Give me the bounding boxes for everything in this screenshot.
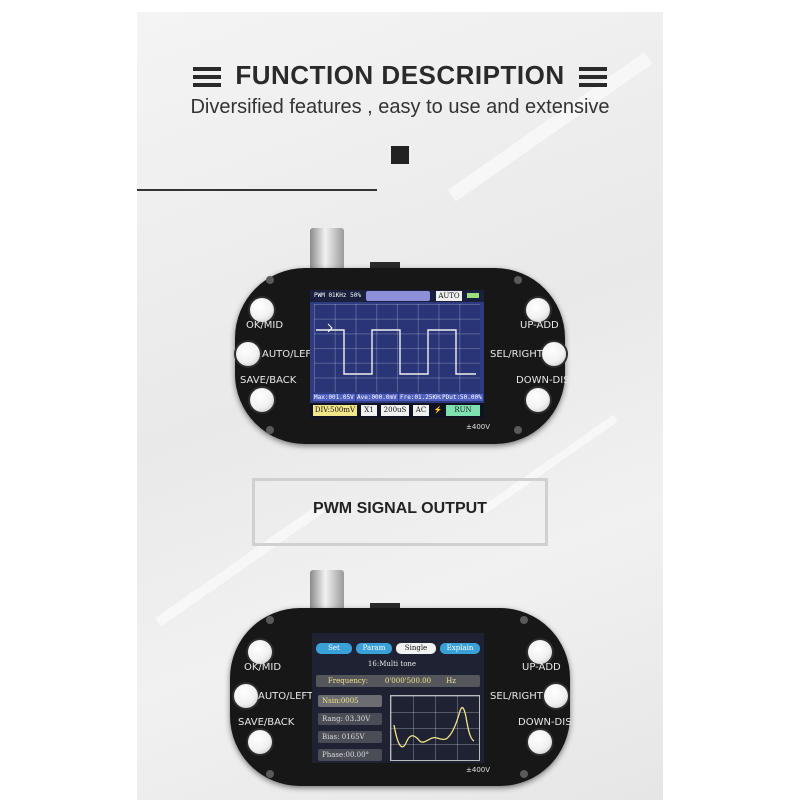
voltage-rating: ±400V (466, 423, 491, 431)
measurement-ave: Ave:000.0mV (356, 394, 398, 401)
frequency-row (316, 675, 480, 687)
measurements-bar: Max:001.05V Ave:000.0mV Fre:01.25KHz PDu… (313, 394, 483, 402)
tab-set[interactable]: Set (316, 643, 352, 654)
menu-lines-icon (578, 67, 607, 88)
up-add-label: UP-ADD (520, 320, 559, 331)
square-marker-icon (391, 146, 409, 164)
bnc-probe-connector (310, 570, 344, 612)
square-wave-trace (316, 323, 476, 375)
page-title: FUNCTION DESCRIPTION (0, 60, 800, 91)
screw-icon (266, 770, 274, 778)
signal-generator-screen: Set Param Single Explain 16:Multi tone F… (312, 633, 484, 763)
save-back-button[interactable] (248, 730, 272, 754)
probe-setting: X1 (361, 405, 377, 416)
page-title-text: FUNCTION DESCRIPTION (235, 60, 565, 90)
down-dis-label: DOWN-DIS (518, 717, 572, 728)
coupling-setting: AC (413, 405, 429, 416)
auto-left-label: AUTO/LEFT (258, 691, 314, 702)
section-title: PWM SIGNAL OUTPUT (313, 500, 487, 517)
timebase-setting: 200uS (381, 405, 409, 416)
run-state: RUN (446, 405, 480, 416)
device-top-switch (370, 262, 400, 270)
param-nsin[interactable]: Nsin:0005 (318, 695, 382, 707)
measurement-freq: Fre:01.25KHz (399, 394, 445, 401)
measurement-duty: PDut:50.00% (441, 394, 483, 401)
trigger-edge-icon: ⚡ (433, 406, 443, 414)
param-phase[interactable]: Phase:00.00° (318, 749, 382, 761)
tab-single[interactable]: Single (396, 643, 436, 654)
auto-left-label: AUTO/LEFT (262, 349, 318, 360)
section-frame (252, 478, 548, 546)
ok-mid-label: OK/MID (244, 662, 282, 673)
ok-mid-label: OK/MID (246, 320, 284, 331)
div-setting: DIV:500mV (313, 405, 357, 416)
up-add-button[interactable] (526, 298, 550, 322)
measurement-max: Max:001.05V (313, 394, 355, 401)
pwm-info: PWM 01KHz 50% (314, 292, 361, 299)
waveform-preview (390, 695, 480, 761)
save-back-label: SAVE/BACK (238, 717, 295, 728)
page-subtitle: Diversified features , easy to use and e… (190, 96, 610, 118)
sel-right-label: SEL/RIGHT (490, 691, 543, 702)
screw-icon (266, 276, 274, 284)
tab-explain[interactable]: Explain (440, 643, 480, 654)
frequency-unit: Hz (446, 677, 456, 685)
battery-icon (467, 293, 479, 298)
frequency-label: Frequency: (327, 677, 369, 685)
param-range[interactable]: Rang: 03.30V (318, 713, 382, 725)
bnc-probe-connector (310, 228, 344, 270)
device-top-switch (370, 603, 400, 611)
wave-title: 16:Multi tone (367, 660, 417, 668)
sel-right-button[interactable] (542, 342, 566, 366)
auto-left-button[interactable] (236, 342, 260, 366)
up-add-label: UP-ADD (522, 662, 561, 673)
screw-icon (520, 770, 528, 778)
screw-icon (266, 426, 274, 434)
mode-badge: AUTO (436, 291, 462, 301)
voltage-rating: ±400V (466, 766, 491, 774)
ok-mid-button[interactable] (250, 298, 274, 322)
down-dis-button[interactable] (528, 730, 552, 754)
down-dis-button[interactable] (526, 388, 550, 412)
screw-icon (514, 276, 522, 284)
save-back-label: SAVE/BACK (240, 375, 297, 386)
auto-left-button[interactable] (234, 684, 258, 708)
ok-mid-button[interactable] (248, 640, 272, 664)
multi-tone-trace (393, 706, 475, 748)
down-dis-label: DOWN-DIS (516, 375, 570, 386)
tab-param[interactable]: Param (356, 643, 392, 654)
up-add-button[interactable] (528, 640, 552, 664)
oscilloscope-screen: PWM 01KHz 50% AUTO Max:001.05V Ave:000.0… (310, 290, 484, 418)
menu-lines-icon (193, 67, 222, 88)
screw-icon (520, 616, 528, 624)
divider-line (137, 189, 377, 191)
save-back-button[interactable] (250, 388, 274, 412)
plot-area (314, 304, 480, 392)
sel-right-label: SEL/RIGHT (490, 349, 543, 360)
param-bias[interactable]: Bias: 0165V (318, 731, 382, 743)
screw-icon (266, 616, 274, 624)
screw-icon (514, 426, 522, 434)
sel-right-button[interactable] (544, 684, 568, 708)
waveform-preview-icon (366, 291, 430, 301)
frequency-value: 0'000'500.00 (384, 677, 432, 685)
